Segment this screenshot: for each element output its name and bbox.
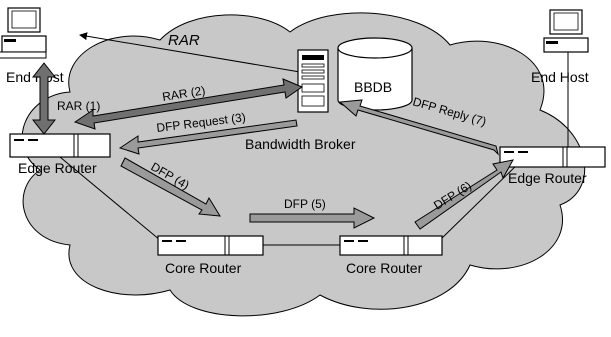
edge-router-right-label: Edge Router: [508, 170, 587, 186]
edge-router-right: Edge Router: [499, 146, 606, 186]
core-router-left: Core Router: [157, 235, 264, 276]
server-icon: [297, 49, 329, 113]
link-core-right-edge-right: [439, 161, 521, 241]
arrow-rar-1: [31, 62, 57, 135]
arrow-dfp-5: [249, 207, 376, 229]
label-rar-2: RAR (2): [161, 83, 206, 104]
arrow-rar-2: [73, 78, 304, 130]
router-icon: [9, 133, 111, 158]
router-icon: [157, 235, 264, 256]
core-router-right: Core Router: [339, 235, 443, 276]
label-rar-1: RAR (1): [57, 99, 100, 113]
computer-icon: [0, 7, 47, 59]
router-icon: [339, 235, 443, 256]
arrow-dfp-reply-7: [338, 99, 499, 156]
edge-router-left: Edge Router: [9, 133, 111, 176]
end-host-right-label: End Host: [531, 69, 589, 85]
bbdb-database: BBDB: [337, 37, 413, 111]
core-router-left-label: Core Router: [165, 260, 242, 276]
label-rar-top: RAR: [168, 32, 200, 49]
arrow-dfp-4: [120, 157, 221, 217]
link-edge-left-core-left: [59, 156, 161, 241]
bandwidth-broker-label: Bandwidth Broker: [245, 136, 356, 152]
message-arrows: [31, 62, 514, 230]
core-router-right-label: Core Router: [346, 260, 423, 276]
rar-top-line: [79, 32, 301, 73]
arrow-dfp-request-3: [118, 119, 298, 155]
end-host-left: End Host: [0, 7, 64, 85]
end-host-right: End Host: [531, 9, 589, 85]
database-icon: [337, 37, 413, 111]
bbdb-label: BBDB: [354, 79, 392, 95]
edge-router-left-label: Edge Router: [18, 160, 97, 176]
bandwidth-broker: Bandwidth Broker: [245, 49, 356, 152]
arrow-dfp-6: [414, 159, 514, 230]
label-dfp-5: DFP (5): [284, 197, 326, 211]
computer-icon: [543, 9, 589, 53]
link-lines: [59, 32, 569, 246]
router-icon: [499, 146, 606, 168]
